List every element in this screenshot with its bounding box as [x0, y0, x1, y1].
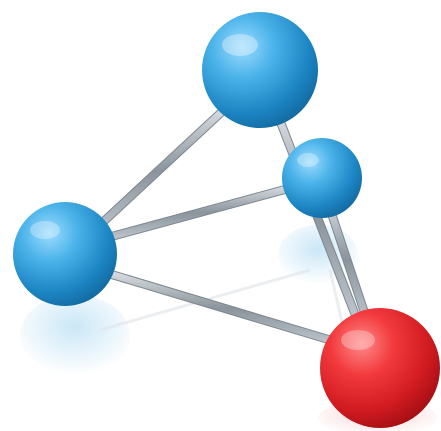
atom-left-blue [13, 202, 117, 306]
atom-red [320, 308, 440, 428]
atoms [13, 12, 440, 428]
atom-back-blue [282, 138, 362, 218]
atom-top-blue [202, 12, 318, 128]
